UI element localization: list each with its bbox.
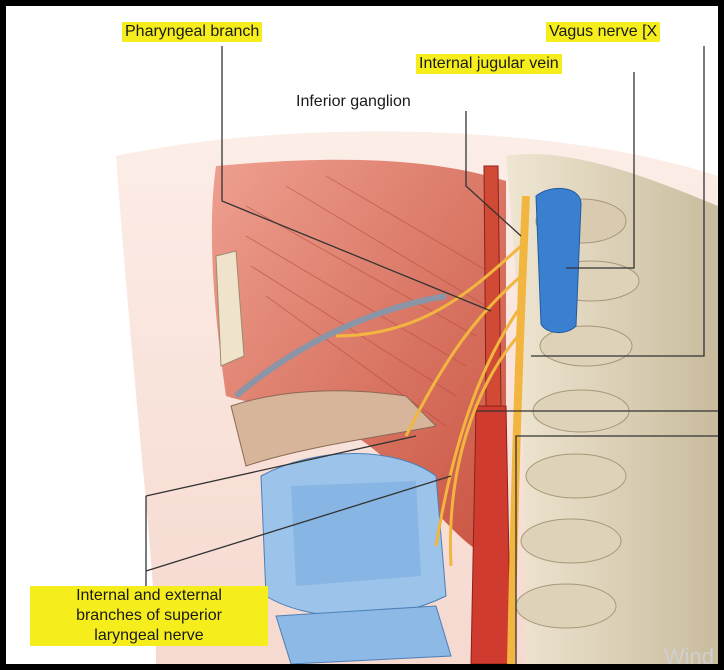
- label-vagus-nerve: Vagus nerve [X: [546, 22, 660, 42]
- label-internal-jugular-vein: Internal jugular vein: [416, 54, 562, 74]
- anatomy-figure: Pharyngeal branch Vagus nerve [X Interna…: [6, 6, 718, 664]
- label-inferior-ganglion: Inferior ganglion: [296, 92, 411, 112]
- watermark: Wind: [664, 644, 714, 664]
- label-superior-laryngeal-line-3: laryngeal nerve: [94, 627, 203, 644]
- label-superior-laryngeal-branches: Internal and external branches of superi…: [30, 586, 268, 646]
- carotid-artery: [471, 406, 511, 664]
- label-superior-laryngeal-line-1: Internal and external: [76, 587, 222, 604]
- label-superior-laryngeal-line-2: branches of superior: [76, 607, 222, 624]
- label-pharyngeal-branch: Pharyngeal branch: [122, 22, 262, 42]
- internal-jugular-vein: [536, 188, 581, 332]
